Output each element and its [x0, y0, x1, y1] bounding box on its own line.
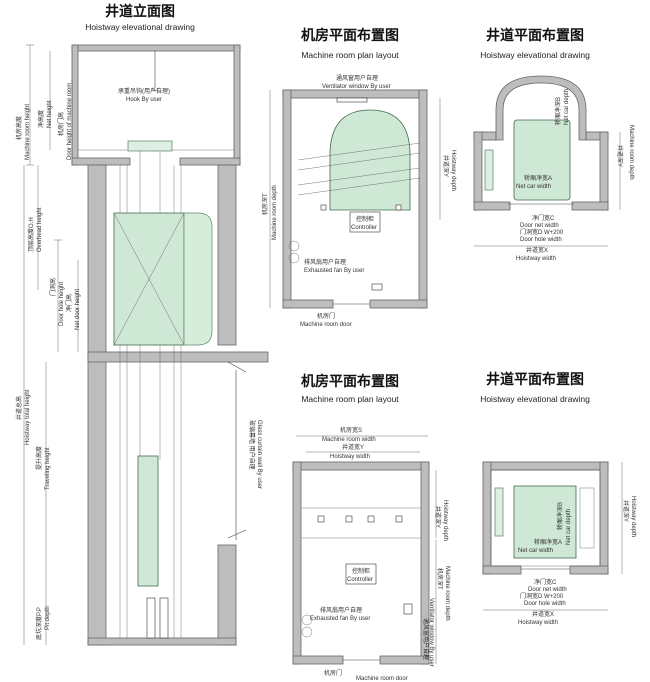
mr1-title: 机房平面布置图 — [301, 28, 399, 44]
mr1-subtitle: Machine room plan layout — [301, 50, 399, 60]
mr1-fan-label-en: Exhausted fan By user — [304, 268, 364, 274]
mr2-width-label-en: Machine room width — [322, 437, 376, 443]
glass-curtain-label: 玻璃幕墙 用户自理 — [248, 420, 256, 470]
mr1-ventilator-label: 通风窗用户自理 — [336, 74, 378, 82]
net-door-label-en: Net door height — [75, 289, 81, 330]
hoistway-total-label: 井道总高 — [15, 396, 23, 420]
hw2-drawing: 轿厢净深B Net car depth 轿厢净宽A Net car width … — [482, 461, 636, 626]
hook-label: 承重吊钩(用户自理) — [118, 87, 170, 95]
mr2-door-label: 机房门 — [324, 669, 342, 677]
elevation-title: 井道立面图 — [105, 4, 175, 20]
hw2-car-width-label: 轿厢净宽A — [534, 538, 562, 546]
net-height-label-en: Net height — [47, 100, 53, 128]
mr1-controller — [349, 211, 381, 233]
hw1-hoist-depth-label-en: Machine room depth — [628, 125, 634, 180]
hw1-door-hole-label-en: Door hole width — [520, 237, 562, 243]
hw2-door-net-label-en: Door net width — [528, 587, 567, 593]
hw2-title: 井道平面布置图 — [486, 372, 584, 388]
hw1-drawing: 轿厢净深B Net car depth 轿厢净宽A Net car width … — [473, 75, 634, 262]
hw1-hoist-depth-label: 井道深Y — [616, 145, 624, 167]
hw1-hoist-width-label: 井道宽X — [526, 246, 548, 254]
mr-door-height-label-en: Door height of machine room — [67, 83, 73, 160]
hw2-hoist-width-label: 井道宽X — [532, 610, 554, 618]
pit-label: 底坑深度P.P — [35, 607, 43, 640]
hook-label-en: Hook By user — [126, 97, 162, 103]
glass-curtain-label-en: Glass curtain wall By user — [256, 420, 262, 489]
mr1-fan-label: 排风扇用户自理 — [304, 258, 346, 266]
mr2-drawing: 机房宽S Machine room width 井道宽Y Hoistway wi… — [292, 426, 450, 682]
mr2-fan-label: 排风扇用户自理 — [320, 606, 362, 614]
hw2-hoist-depth-label-en: Hoistway depth — [630, 496, 636, 537]
elevation-glass-bay — [183, 212, 213, 346]
mr1-controller-label: 控制柜 — [356, 215, 374, 223]
mr2-hoist-depth-label: 井道深Y — [434, 506, 442, 528]
hw2-hoist-depth-label: 井道深Y — [622, 500, 630, 522]
mr2-depth-label-en: Machine room depth — [444, 566, 450, 621]
mr2-fan-label-en: Exhausted fan By user — [310, 616, 370, 622]
hw1-car-width-label: 轿厢净宽A — [524, 174, 552, 182]
hw1-door-net-label: 净门宽C — [532, 214, 555, 222]
hw1-hoist-width-label-en: Hoistway width — [516, 256, 556, 262]
hw2-hoist-width-label-en: Hoistway width — [518, 620, 558, 626]
hw2-car — [513, 485, 577, 559]
elevation-drawing: 承重吊钩(用户自理) Hook By user 玻璃幕墙 用户自理 Gla — [15, 44, 269, 646]
hw2-subtitle: Hoistway elevational drawing — [480, 394, 590, 404]
hw2-car-depth-label: 轿厢净深B — [556, 502, 564, 530]
hw1-car — [513, 119, 571, 201]
mr2-title: 机房平面布置图 — [301, 374, 399, 390]
overhead-label-en: Overhead height — [37, 207, 43, 252]
mr1-door-label: 机房门 — [317, 312, 335, 320]
mr2-ventilator-label-en: Ventilator window By user — [428, 598, 434, 667]
travel-label-en: Traveling height — [45, 447, 51, 490]
mr1-hoist-depth-label: 井道深Y — [442, 155, 450, 177]
mr1-controller-label-en: Controller — [351, 225, 377, 231]
elevation-car-bottom — [137, 455, 159, 587]
hw1-car-width-label-en: Net car width — [516, 184, 551, 190]
mr1-depth-label: 机房深T — [261, 193, 269, 215]
hw2-door-hole-label-en: Door hole width — [524, 601, 566, 607]
hoistway-total-label-en: Hoistway total height — [25, 389, 31, 445]
hw1-car-depth-label-en: Net car depth — [564, 89, 570, 125]
hw1-car-depth-label: 轿厢净深B — [554, 97, 562, 125]
hw2-car-depth-label-en: Net car depth — [566, 509, 572, 545]
mr-door-height-label: 机房门高 — [57, 112, 65, 136]
mr2-controller-label: 控制柜 — [352, 567, 370, 575]
mr1-ventilator-label-en: Ventilator window By user — [322, 84, 391, 90]
mr2-controller-label-en: Controller — [347, 577, 373, 583]
mr2-hoist-width-label-en: Hoistway width — [330, 454, 370, 460]
elevation-subtitle: Hoistway elevational drawing — [85, 22, 195, 32]
mr1-depth-label-en: Machine room depth — [272, 185, 278, 240]
net-height-label: 净高度 — [37, 110, 45, 128]
mr1-hoist-depth-label-en: Hoistway depth — [450, 150, 456, 191]
mr2-ventilator-label: 通风窗用户自理 — [422, 618, 430, 660]
pit-label-en: Pit depth — [45, 606, 51, 630]
mr2-controller — [345, 563, 377, 585]
hw1-subtitle: Hoistway elevational drawing — [480, 50, 590, 60]
overhead-label: 顶层高度O.H — [27, 217, 35, 252]
hw2-car-width-label-en: Net car width — [518, 548, 553, 554]
mr2-hoist-width-label: 井道宽Y — [342, 443, 364, 451]
door-hole-height-label-en: Door hole height — [59, 282, 65, 326]
mr2-subtitle: Machine room plan layout — [301, 394, 399, 404]
mr-height-label-en: Machine room height — [25, 104, 31, 160]
mr2-hoist-depth-label-en: Hoistway depth — [442, 500, 448, 541]
mr1-door-label-en: Machine room door — [300, 322, 352, 328]
travel-label: 提升高度 — [35, 446, 43, 470]
mr2-door-label-en: Machine room door — [356, 676, 408, 682]
hw1-door-hole-label: 门洞宽D W+200 — [520, 228, 564, 236]
hw1-door-net-label-en: Door net width — [520, 223, 559, 229]
door-hole-height-label: 门洞高 — [49, 278, 57, 296]
mr1-drawing: 通风窗用户自理 Ventilator window By user 控制柜 Co… — [261, 74, 456, 328]
net-door-label: 净门高 — [65, 294, 73, 312]
mr2-depth-label: 机房深T — [436, 568, 444, 590]
mr2-width-label: 机房宽S — [340, 426, 362, 434]
hw1-title: 井道平面布置图 — [486, 28, 584, 44]
hw2-door-hole-label: 门洞宽D W+200 — [520, 592, 564, 600]
mr-height-label: 机房高度 — [15, 116, 23, 140]
hw2-door-net-label: 净门宽C — [534, 578, 557, 586]
